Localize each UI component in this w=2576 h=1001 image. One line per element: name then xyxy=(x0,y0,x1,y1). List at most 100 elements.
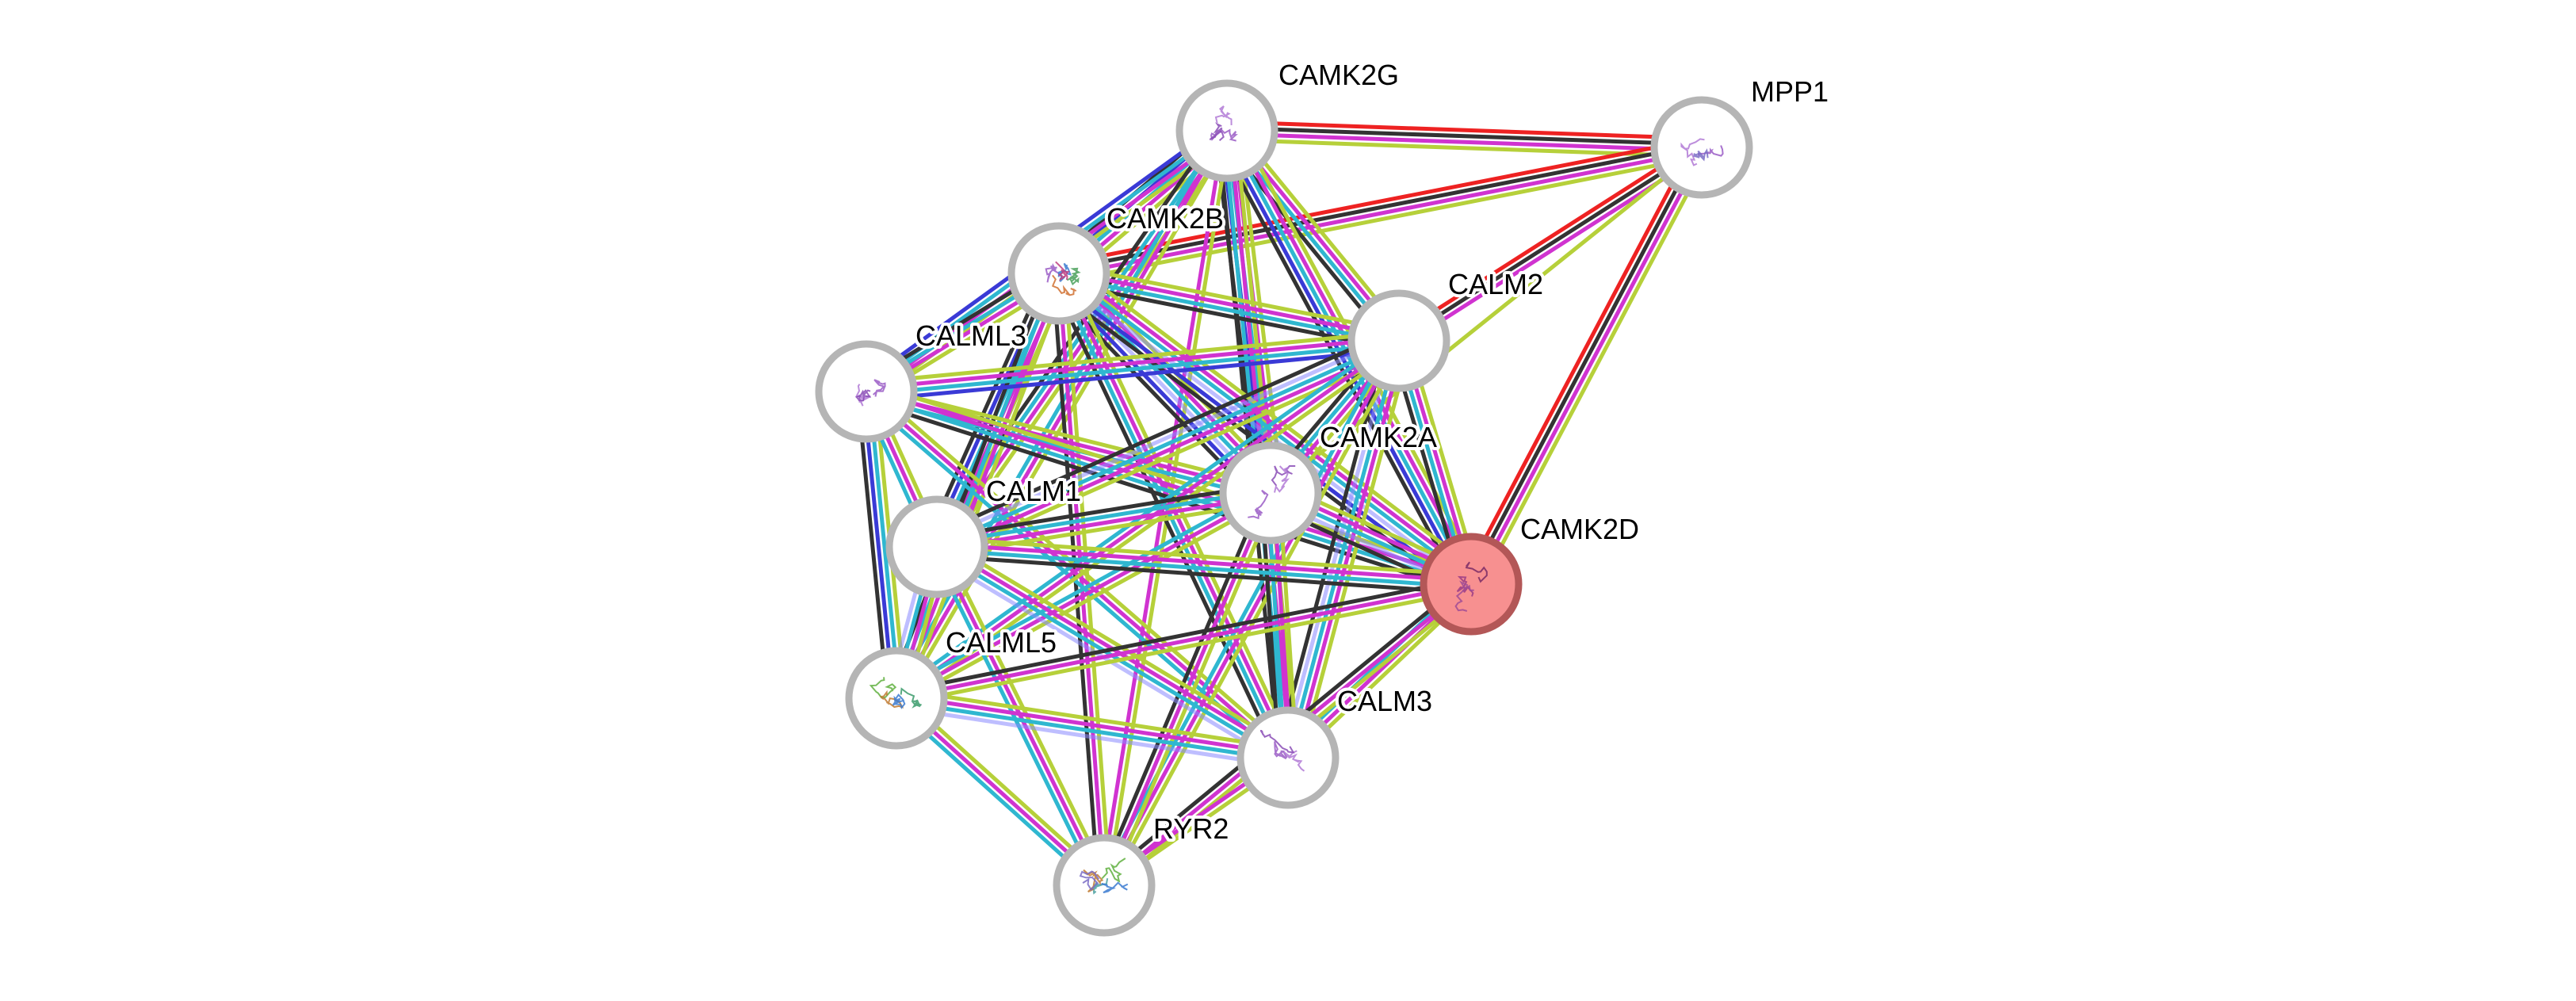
edge-evidence-homology xyxy=(931,552,1285,767)
protein-structure-icon xyxy=(869,677,923,709)
edge-calml3-calm2[interactable] xyxy=(865,330,1401,403)
edge-evidence-textmining xyxy=(1060,154,1704,285)
edge-evidence-textmining xyxy=(868,380,1475,578)
node-mpp1[interactable] xyxy=(1650,96,1753,199)
structure-chain xyxy=(1052,274,1077,296)
node-circle xyxy=(1236,706,1340,809)
node-calml3[interactable] xyxy=(815,340,918,443)
node-calml5[interactable] xyxy=(845,647,948,750)
edge-evidence-textmining xyxy=(865,330,1399,385)
node-label-mpp1[interactable]: MPP1 xyxy=(1751,75,1829,108)
edge-evidence-experiments xyxy=(895,491,1272,701)
node-camk2g[interactable] xyxy=(1175,79,1278,182)
structure-chain xyxy=(1210,128,1238,142)
node-label-ryr2[interactable]: RYR2 xyxy=(1153,812,1229,845)
node-label-halo: CALM2 xyxy=(1448,268,1543,300)
protein-structure-icon xyxy=(1079,858,1129,895)
structure-chain xyxy=(1055,261,1070,281)
node-label-camk2d[interactable]: CAMK2D xyxy=(1520,513,1639,545)
node-label-calm3[interactable]: CALM3 xyxy=(1337,685,1432,717)
protein-structure-icon xyxy=(1045,261,1081,296)
edge-evidence-databases xyxy=(866,342,1400,397)
edge-camk2d-calml5[interactable] xyxy=(895,576,1473,706)
node-label-calml3[interactable]: CALML3 xyxy=(915,319,1026,352)
edge-evidence-databases xyxy=(865,392,1471,589)
structure-chain xyxy=(1209,122,1225,142)
edge-calml5-calm3[interactable] xyxy=(894,687,1290,769)
node-label-halo: RYR2 xyxy=(1153,812,1229,845)
structure-chain xyxy=(892,693,906,709)
edge-calm1-camk2d[interactable] xyxy=(936,536,1472,595)
structure-chain xyxy=(1079,870,1099,892)
edge-evidence-gene-fusion xyxy=(1057,136,1701,267)
edge-evidence-gene-fusion xyxy=(1394,140,1700,338)
node-label-camk2g[interactable]: CAMK2G xyxy=(1278,59,1399,91)
edge-camk2a-calml5[interactable] xyxy=(892,486,1275,705)
structure-chain xyxy=(1101,858,1126,883)
edge-evidence-experiments xyxy=(1472,147,1707,586)
node-calm3[interactable] xyxy=(1236,706,1340,809)
node-label-halo: CAMK2B xyxy=(1106,202,1224,235)
edge-evidence-experiments xyxy=(937,541,1472,583)
edge-evidence-textmining xyxy=(940,537,1294,752)
nodes-layer xyxy=(815,79,1753,937)
node-label-halo: CALM3 xyxy=(1337,685,1432,717)
edge-evidence-textmining xyxy=(897,687,1290,751)
edge-calm2-ryr2[interactable] xyxy=(1097,337,1406,889)
structure-chain xyxy=(1045,263,1060,283)
structure-chain xyxy=(1465,561,1488,583)
node-calm2[interactable] xyxy=(1347,289,1450,392)
node-camk2d[interactable] xyxy=(1420,533,1523,636)
edge-evidence-textmining xyxy=(1066,260,1481,575)
node-label-halo: CAMK2G xyxy=(1278,59,1399,91)
edge-evidence-coexpression xyxy=(936,553,1471,595)
node-ryr2[interactable] xyxy=(1053,834,1156,937)
node-label-camk2b[interactable]: CAMK2B xyxy=(1106,202,1224,235)
node-calm1[interactable] xyxy=(885,495,988,598)
protein-structure-icon xyxy=(1209,105,1238,142)
node-label-calm2[interactable]: CALM2 xyxy=(1448,268,1543,300)
edge-evidence-experiments xyxy=(934,545,1106,887)
edge-evidence-textmining xyxy=(896,587,1473,706)
structure-chain xyxy=(1214,105,1233,126)
structure-chain xyxy=(1248,489,1269,520)
edge-evidence-cooccurrence xyxy=(866,347,1401,403)
node-circle xyxy=(1420,533,1523,636)
protein-structure-icon xyxy=(1680,138,1724,166)
edge-evidence-homology xyxy=(933,333,1397,544)
node-label-calm1[interactable]: CALM1 xyxy=(986,475,1081,507)
node-label-halo: CALML3 xyxy=(915,319,1026,352)
edge-evidence-textmining xyxy=(1298,343,1412,762)
edge-evidence-coexpression xyxy=(895,576,1471,695)
edge-evidence-textmining xyxy=(898,496,1275,705)
edge-evidence-databases xyxy=(896,699,1288,763)
edge-camk2d-mpp1[interactable] xyxy=(1461,142,1712,590)
node-label-halo: CAMK2D xyxy=(1520,513,1639,545)
structure-chain xyxy=(1693,148,1709,162)
edge-evidence-textmining xyxy=(937,536,1472,578)
edge-evidence-databases xyxy=(935,338,1401,549)
edge-evidence-homology xyxy=(1280,338,1396,757)
edge-evidence-experiments xyxy=(1063,265,1478,579)
node-label-camk2a[interactable]: CAMK2A xyxy=(1320,421,1437,453)
structure-chain xyxy=(1274,465,1290,493)
node-label-halo: CALM1 xyxy=(986,475,1081,507)
node-camk2a[interactable] xyxy=(1219,441,1322,544)
edge-evidence-textmining xyxy=(900,132,1234,703)
node-circle xyxy=(885,495,988,598)
edge-evidence-coexpression xyxy=(1096,490,1267,884)
edge-calml3-camk2d[interactable] xyxy=(862,380,1475,595)
edge-evidence-coexpression xyxy=(1227,125,1703,147)
node-camk2b[interactable] xyxy=(1007,222,1110,325)
node-label-calml5[interactable]: CALML5 xyxy=(946,626,1057,659)
edge-evidence-homology xyxy=(894,705,1287,769)
edge-evidence-experiments xyxy=(896,582,1472,701)
edge-calm2-calm3[interactable] xyxy=(1275,337,1412,762)
protein-structure-icon xyxy=(1260,730,1305,772)
node-label-halo: CAMK2A xyxy=(1320,421,1437,453)
structure-chain xyxy=(900,687,923,709)
edge-evidence-gene-fusion xyxy=(1461,142,1696,581)
protein-structure-icon xyxy=(854,379,886,407)
structure-chain xyxy=(879,690,904,709)
